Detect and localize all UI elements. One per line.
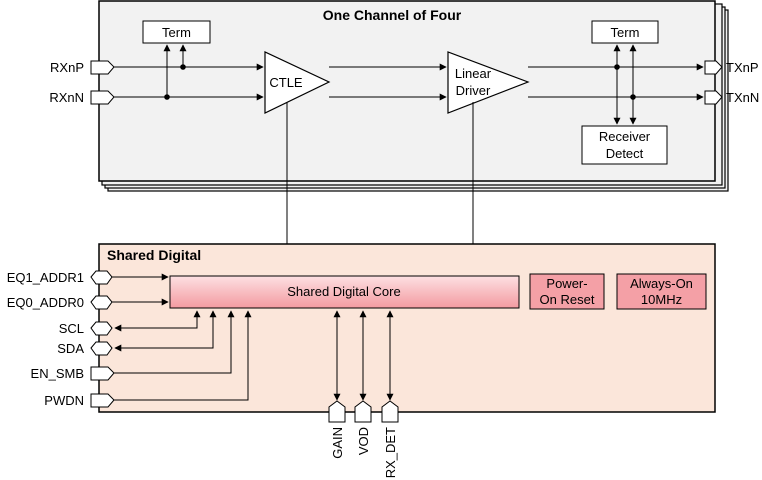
channel-junction-dots	[164, 64, 636, 100]
ctle-label: CTLE	[269, 75, 303, 90]
label-scl: SCL	[59, 321, 84, 336]
shared-digital-core-label: Shared Digital Core	[287, 284, 400, 299]
label-eq1-addr1: EQ1_ADDR1	[7, 270, 84, 285]
label-txnp: TXnP	[726, 60, 759, 75]
pin-sda	[90, 341, 113, 356]
always-on-oscillator-label-1: Always-On	[630, 276, 693, 291]
pin-gain	[328, 400, 346, 423]
receiver-detect-label-2: Detect	[606, 146, 644, 161]
shared-digital-title: Shared Digital	[107, 247, 201, 263]
label-rxnp: RXnP	[50, 60, 84, 75]
term-right-box	[591, 20, 659, 44]
linear-driver-label-1: Linear	[455, 66, 492, 81]
term-left-box	[142, 20, 211, 44]
pin-rx-det	[381, 400, 399, 423]
pin-txnp	[704, 60, 723, 75]
pin-rxnn	[90, 90, 115, 105]
always-on-oscillator-label-2: 10MHz	[641, 292, 682, 307]
label-gain: GAIN	[330, 427, 345, 459]
term-left-label: Term	[162, 25, 191, 40]
pin-vod	[354, 400, 372, 423]
linear-driver-label-2: Driver	[456, 83, 491, 98]
shared-digital-core-box	[169, 275, 520, 309]
ctle-amplifier	[264, 51, 331, 114]
power-on-reset-box	[529, 273, 605, 310]
pin-scl	[90, 321, 113, 336]
pin-rxnp	[90, 60, 115, 75]
label-eq0-addr0: EQ0_ADDR0	[7, 295, 84, 310]
term-right-label: Term	[611, 25, 640, 40]
pin-eq1-addr1	[90, 270, 113, 285]
power-on-reset-label-1: Power-	[546, 276, 587, 291]
always-on-oscillator-box	[616, 273, 707, 310]
pin-eq0-addr0	[90, 295, 113, 310]
pin-en-smb	[90, 366, 115, 381]
label-pwdn: PWDN	[44, 393, 84, 408]
label-rx-det: RX_DET	[383, 427, 398, 478]
label-sda: SDA	[57, 341, 84, 356]
label-vod: VOD	[356, 427, 371, 455]
linear-driver-amplifier	[447, 51, 530, 114]
left-pins	[90, 270, 115, 408]
pin-pwdn	[90, 393, 115, 408]
channel-title: One Channel of Four	[323, 7, 462, 23]
label-txnn: TXnN	[726, 90, 759, 105]
receiver-detect-box	[581, 125, 668, 165]
power-on-reset-label-2: On Reset	[540, 292, 595, 307]
shared-wiring	[112, 273, 394, 401]
bottom-pins	[328, 400, 399, 423]
receiver-detect-label-1: Receiver	[599, 129, 651, 144]
pin-txnn	[704, 90, 723, 105]
label-en-smb: EN_SMB	[31, 366, 84, 381]
label-rxnn: RXnN	[49, 90, 84, 105]
